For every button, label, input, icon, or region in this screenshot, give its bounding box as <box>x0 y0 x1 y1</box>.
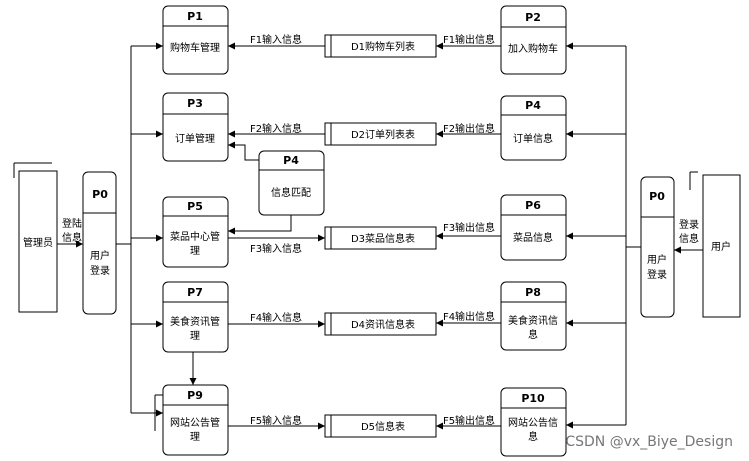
flow-f5-in-label: F5输入信息 <box>250 414 302 427</box>
process-p5: P5 菜品中心管 理 <box>162 196 229 268</box>
process-p5-line2: 理 <box>190 245 200 257</box>
process-login-right-line1: 用户 <box>647 253 667 266</box>
process-p10-id: P10 <box>521 392 545 405</box>
process-p3-label: 订单管理 <box>175 132 215 145</box>
actor-admin: 管理员 <box>13 162 58 313</box>
flow-f4-out-label: F4输出信息 <box>443 310 495 323</box>
process-p1-id: P1 <box>187 10 203 23</box>
store-d4-label: D4资讯信息表 <box>351 318 415 331</box>
flow-f2-in-label: F2输入信息 <box>250 122 302 135</box>
process-p4-match: P4 信息匹配 <box>258 150 325 216</box>
flow-f3-out-label: F3输出信息 <box>443 221 495 234</box>
process-p9: P9 网站公告管 理 <box>154 384 229 456</box>
process-p2-label: 加入购物车 <box>508 42 558 55</box>
process-login-right-id: P0 <box>649 190 665 203</box>
process-p4-match-label: 信息匹配 <box>271 186 311 199</box>
store-d3: D3菜品信息表 <box>324 226 437 250</box>
process-p1-label: 购物车管理 <box>170 41 220 54</box>
actor-user-label: 用户 <box>711 240 731 253</box>
flow-admin-login-label-1: 登陆 <box>62 217 82 230</box>
flow-f2-out-label: F2输出信息 <box>443 122 495 135</box>
process-p9-line1: 网站公告管 <box>170 416 220 429</box>
actor-user: 用户 <box>689 171 741 318</box>
process-p2-id: P2 <box>525 11 541 24</box>
process-p10-line1: 网站公告信 <box>508 416 558 429</box>
process-p4-id: P4 <box>525 99 541 112</box>
process-p2: P2 加入购物车 <box>500 5 567 75</box>
process-login-left-id: P0 <box>92 188 108 201</box>
store-d5-label: D5信息表 <box>361 420 405 433</box>
process-login-left-line1: 用户 <box>90 249 110 262</box>
process-p8-id: P8 <box>525 286 541 299</box>
process-p5-line1: 菜品中心管 <box>170 230 220 243</box>
process-p4: P4 订单信息 <box>500 95 567 161</box>
flow-user-login-label-1: 登录 <box>679 218 699 231</box>
store-d1-label: D1购物车列表 <box>351 40 415 53</box>
process-p6-id: P6 <box>525 199 541 212</box>
flow-f5-out-label: F5输出信息 <box>443 414 495 427</box>
process-login-left-line2: 登录 <box>90 264 110 277</box>
process-login-left: P0 用户 登录 <box>82 171 117 315</box>
flow-match-to-p3 <box>228 141 259 161</box>
process-p9-line2: 理 <box>190 431 200 443</box>
flow-admin-login-label-2: 信息 <box>62 231 82 244</box>
process-p7-id: P7 <box>187 286 203 299</box>
flow-user-login-label-2: 信息 <box>679 232 699 245</box>
process-p8: P8 美食资讯信 息 <box>500 281 567 351</box>
store-d4: D4资讯信息表 <box>324 312 437 336</box>
store-d1: D1购物车列表 <box>324 34 437 58</box>
process-p7: P7 美食资讯管 理 <box>162 281 229 353</box>
process-p5-id: P5 <box>187 200 203 213</box>
process-p7-line2: 理 <box>190 330 200 342</box>
store-d2-label: D2订单列表表 <box>351 128 415 141</box>
flow-f1-in-label: F1输入信息 <box>250 33 302 46</box>
process-p3: P3 订单管理 <box>162 92 229 162</box>
actor-admin-label: 管理员 <box>23 236 53 249</box>
store-d3-label: D3菜品信息表 <box>351 232 415 245</box>
store-d2: D2订单列表表 <box>324 122 437 146</box>
process-login-right: P0 用户 登录 <box>640 176 675 318</box>
process-p8-line1: 美食资讯信 <box>508 314 558 327</box>
flow-f1-out-label: F1输出信息 <box>443 33 495 46</box>
flow-match-to-p5 <box>228 215 292 235</box>
process-p10-line2: 息 <box>528 430 538 443</box>
flow-f4-in-label: F4输入信息 <box>250 311 302 324</box>
process-p8-line2: 息 <box>528 328 538 341</box>
process-p7-line1: 美食资讯管 <box>170 315 220 328</box>
process-login-right-line2: 登录 <box>647 268 667 281</box>
flow-f3-in-label: F3输入信息 <box>250 242 302 255</box>
process-p1: P1 购物车管理 <box>162 5 229 75</box>
process-p4-label: 订单信息 <box>513 132 553 145</box>
process-p6-label: 菜品信息 <box>513 231 553 244</box>
process-p9-id: P9 <box>187 389 203 402</box>
process-p6: P6 菜品信息 <box>500 194 567 261</box>
process-p3-id: P3 <box>187 97 203 110</box>
process-p10: P10 网站公告信 息 <box>500 387 567 457</box>
watermark: CSDN @vx_Biye_Design <box>565 434 733 450</box>
store-d5: D5信息表 <box>324 414 437 438</box>
process-p4-match-id: P4 <box>283 154 299 167</box>
